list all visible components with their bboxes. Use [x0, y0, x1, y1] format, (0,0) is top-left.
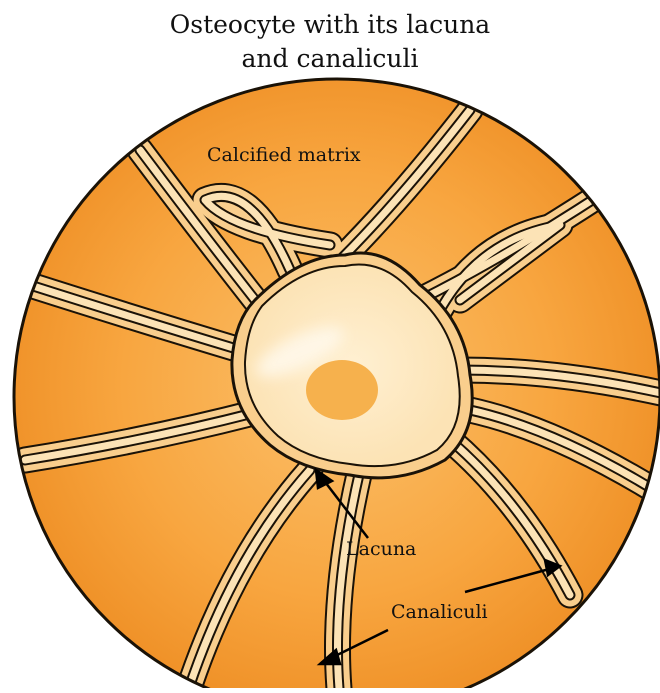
- title-line-1: Osteocyte with its lacuna: [0, 8, 660, 42]
- lacuna-label: Lacuna: [346, 538, 416, 560]
- title-line-2: and canaliculi: [0, 42, 660, 76]
- canaliculi-label: Canaliculi: [391, 601, 488, 623]
- nucleus: [306, 360, 378, 420]
- calcified-matrix-label: Calcified matrix: [207, 144, 361, 166]
- diagram-title: Osteocyte with its lacuna and canaliculi: [0, 8, 660, 76]
